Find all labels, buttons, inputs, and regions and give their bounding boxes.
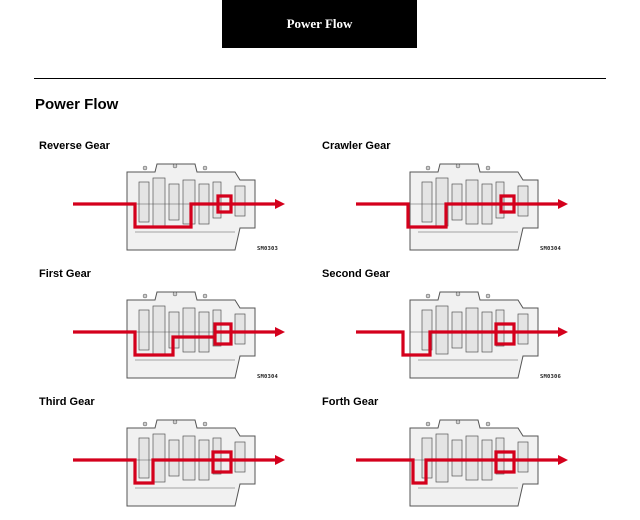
gear-element — [421, 309, 433, 351]
gear-element — [465, 435, 479, 481]
power-flow-path — [356, 194, 558, 229]
gear-element — [465, 179, 479, 225]
panel-crawler-gear: Crawler Gear SM0304 — [318, 140, 578, 264]
gear-element — [451, 183, 463, 221]
housing-bolt — [485, 293, 491, 299]
housing-bolt — [485, 421, 491, 427]
diagram-code: SM0303 — [257, 246, 279, 252]
housing-bolt — [425, 165, 431, 171]
housing-bolt — [485, 165, 491, 171]
diagram-code: SM0306 — [540, 374, 562, 380]
gear-element — [152, 305, 166, 355]
power-flow-path — [73, 450, 275, 485]
gear-element — [517, 441, 529, 473]
gear-element — [435, 305, 449, 355]
housing-bolt — [455, 419, 461, 425]
panel-label: First Gear — [39, 268, 91, 280]
housing-bolt — [202, 421, 208, 427]
panel-label: Crawler Gear — [322, 140, 391, 152]
gear-element — [517, 313, 529, 345]
housing-bolt — [172, 291, 178, 297]
gear-element — [234, 185, 246, 217]
gear-element — [168, 183, 180, 221]
page-title: Power Flow — [35, 96, 119, 113]
power-flow-arrowhead — [558, 455, 568, 465]
housing-bolt — [202, 165, 208, 171]
gear-element — [451, 311, 463, 349]
power-flow-arrowhead — [275, 455, 285, 465]
power-flow-path — [73, 194, 275, 229]
gearbox-diagram — [356, 291, 568, 379]
panel-label: Reverse Gear — [39, 140, 110, 152]
power-flow-path — [356, 322, 558, 357]
power-flow-path — [73, 322, 275, 357]
power-flow-path — [356, 450, 558, 485]
gear-element — [182, 307, 196, 353]
housing-bolt — [142, 421, 148, 427]
gear-element — [138, 437, 150, 479]
gear-element — [465, 307, 479, 353]
gearbox-diagram — [73, 291, 285, 379]
gear-element — [451, 439, 463, 477]
gear-element — [138, 181, 150, 223]
power-flow-arrowhead — [558, 199, 568, 209]
header-title: Power Flow — [286, 16, 353, 31]
housing-bolt — [172, 163, 178, 169]
gear-element — [212, 309, 222, 347]
diagram-code: SM0304 — [540, 246, 562, 252]
panel-label: Second Gear — [322, 268, 390, 280]
panel-label: Third Gear — [39, 396, 95, 408]
housing-bolt — [172, 419, 178, 425]
panel-first-gear: First Gear SM0304 — [35, 268, 295, 392]
gearbox-diagram — [356, 419, 568, 507]
panel-reverse-gear: Reverse Gear SM0303 — [35, 140, 295, 264]
housing-bolt — [425, 421, 431, 427]
power-flow-arrowhead — [275, 199, 285, 209]
housing-bolt — [425, 293, 431, 299]
gear-element — [234, 441, 246, 473]
housing-bolt — [142, 165, 148, 171]
gear-element — [517, 185, 529, 217]
gear-element — [234, 313, 246, 345]
gear-element — [435, 433, 449, 483]
gear-element — [152, 177, 166, 227]
gear-element — [138, 309, 150, 351]
gear-element — [168, 439, 180, 477]
power-flow-arrowhead — [275, 327, 285, 337]
gear-element — [182, 179, 196, 225]
housing-bolt — [202, 293, 208, 299]
gearbox-diagram — [73, 419, 285, 507]
housing-bolt — [455, 163, 461, 169]
gear-element — [421, 181, 433, 223]
housing-bolt — [455, 291, 461, 297]
panel-label: Forth Gear — [322, 396, 379, 408]
gear-element — [152, 433, 166, 483]
gearbox-diagram — [73, 163, 285, 251]
panel-second-gear: Second Gear SM0306 — [318, 268, 578, 392]
gear-element — [182, 435, 196, 481]
diagram-code: SM0304 — [257, 374, 279, 380]
panel-forth-gear: Forth Gear — [318, 396, 578, 520]
header-title-box: Power Flow — [222, 0, 417, 48]
housing-bolt — [142, 293, 148, 299]
panel-third-gear: Third Gear — [35, 396, 295, 520]
divider-rule — [34, 78, 606, 79]
power-flow-arrowhead — [558, 327, 568, 337]
gearbox-diagram — [356, 163, 568, 251]
